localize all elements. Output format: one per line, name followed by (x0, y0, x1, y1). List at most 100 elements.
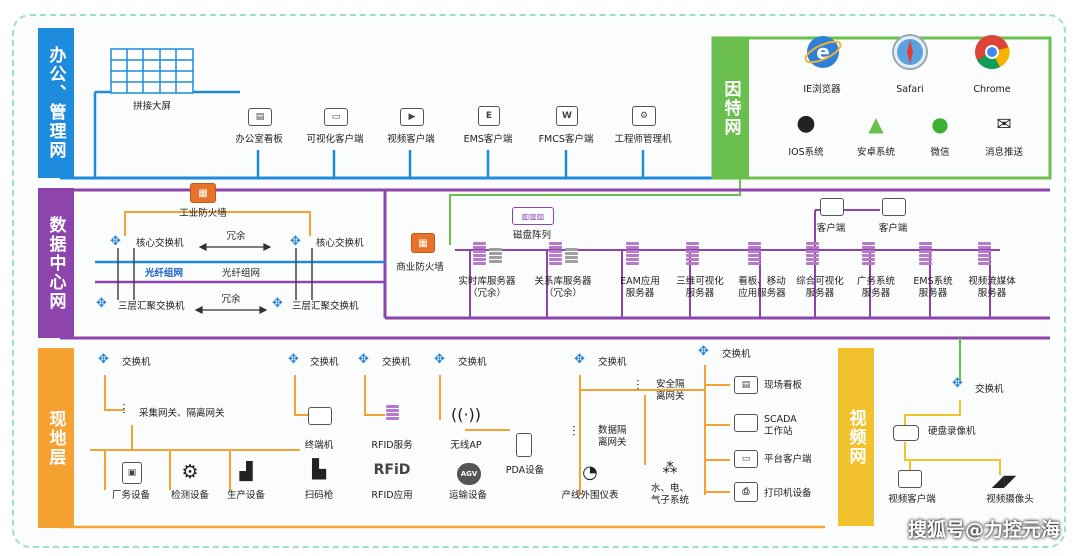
server-7-label-1: 广务系统 (856, 276, 896, 287)
message-push-icon: ✉ (996, 114, 1012, 135)
ie-label: IE浏览器 (803, 84, 841, 95)
server-6-label-1: 综合可视化 (796, 276, 844, 287)
field-switch-1-icon: ✥ (98, 352, 109, 367)
utility-subsystem-label-1: 水、电、 (650, 483, 690, 494)
visual-client-icon: ▭ (324, 108, 348, 126)
industrial-firewall-label: 工业防火墙 (179, 208, 227, 219)
inspection-equipment-label: 检测设备 (170, 490, 210, 501)
visual-client-label: 可视化客户端 (306, 134, 364, 145)
client-1-icon (820, 198, 844, 216)
scada-label-2: 工作站 (764, 426, 793, 437)
field-switch-3-icon: ✥ (358, 352, 369, 367)
camera-label: 视频摄像头 (986, 494, 1034, 505)
server-5-label-1: 看板、移动 (738, 276, 786, 287)
office-board-icon: ▤ (248, 108, 272, 126)
collect-gateway-label: 采集网关、隔离网关 (139, 408, 225, 419)
field-switch-6-label: 交换机 (722, 349, 751, 360)
nvr-label: 硬盘录像机 (928, 426, 976, 437)
disk-array-label: 磁盘阵列 (512, 230, 552, 241)
field-switch-5-label: 交换机 (598, 357, 627, 368)
field-switch-2-label: 交换机 (310, 357, 339, 368)
fmcs-client-label: FMCS客户端 (538, 134, 594, 145)
wechat-label: 微信 (930, 147, 950, 158)
chrome-label: Chrome (973, 84, 1011, 95)
engineer-station-icon: ⚙ (632, 106, 656, 126)
message-push-label: 消息推送 (984, 147, 1024, 158)
video-switch-label: 交换机 (975, 384, 1004, 395)
engineer-station-label: 工程师管理机 (614, 134, 672, 145)
scanner-gun-label: 扫码枪 (304, 490, 334, 501)
terminal-icon (308, 407, 332, 425)
data-isolation-label-1: 数据隔 (598, 425, 627, 436)
field-layer-band: 现地层 (38, 348, 74, 528)
agg-switch-2-label: 三层汇聚交换机 (292, 301, 359, 312)
server-7-label-2: 服务器 (861, 288, 891, 299)
field-board-icon: ▤ (734, 376, 758, 394)
camera-icon: ◢◤ (991, 471, 1017, 490)
server-1-backup-icon (489, 248, 502, 264)
field-switch-6-icon: ✥ (698, 344, 709, 359)
video-client-label: 视频客户端 (387, 134, 435, 145)
inspection-equipment-icon: ⚙ (181, 461, 199, 483)
chrome-icon (975, 35, 1010, 69)
server-8-icon (919, 242, 932, 266)
server-3-label-2: 服务器 (625, 288, 655, 299)
secure-isolation-label-2: 离网关 (656, 391, 685, 402)
rfid-logo-icon: RFiD (373, 462, 411, 478)
server-5-label-2: 应用服务器 (738, 288, 786, 299)
core-switch-1-icon: ✥ (110, 234, 121, 249)
field-switch-5-icon: ✥ (574, 352, 585, 367)
ems-client-label: EMS客户端 (463, 134, 513, 145)
platform-client-icon: ▭ (734, 450, 758, 468)
production-equipment-icon: ▟ (239, 462, 253, 482)
factory-equipment-icon: ▣ (122, 462, 142, 484)
fiber-network-label-1: 光纤组网 (145, 268, 184, 279)
data-isolation-label-2: 离网关 (598, 437, 627, 448)
apple-icon: ● (796, 111, 816, 136)
internet-band: 因特网 (713, 38, 749, 178)
server-1-label-1: 实时库服务器 (458, 276, 516, 287)
production-equipment-label: 生产设备 (226, 490, 266, 501)
rfid-server-icon (386, 405, 399, 421)
watermark: 搜狐号@力控元海 (907, 519, 1060, 541)
data-isolation-gateway-icon: ⫶ (572, 424, 576, 440)
disk-array-icon: ▥▥▥ (512, 207, 554, 225)
printer-label: 打印机设备 (764, 488, 812, 499)
field-switch-2-icon: ✥ (288, 352, 299, 367)
server-2-icon (549, 242, 562, 266)
android-label: 安卓系统 (856, 147, 896, 158)
platform-client-label: 平台客户端 (764, 454, 812, 465)
rfid-app-label: RFID应用 (371, 490, 413, 501)
transport-equipment-label: 运输设备 (448, 490, 488, 501)
server-9-icon (978, 242, 991, 266)
video-client-terminal-icon (898, 470, 922, 488)
safari-label: Safari (896, 84, 924, 95)
utility-subsystem-icon: ⁂ (662, 459, 678, 477)
server-5-icon (748, 242, 761, 266)
industrial-firewall-icon: ▦ (190, 183, 216, 203)
server-6-label-2: 服务器 (805, 288, 835, 299)
ios-label: IOS系统 (788, 147, 824, 158)
client-2-icon (882, 198, 906, 216)
server-6-icon (806, 242, 819, 266)
core-switch-2-label: 核心交换机 (316, 238, 364, 249)
core-switch-2-icon: ✥ (290, 234, 301, 249)
utility-subsystem-label-2: 气子系统 (650, 495, 690, 506)
server-9-label-2: 服务器 (977, 288, 1007, 299)
business-firewall-icon: ▦ (411, 233, 435, 253)
printer-icon: ⎙ (734, 482, 758, 502)
video-switch-icon: ✥ (952, 376, 963, 391)
server-8-label-1: EMS系统 (913, 276, 953, 287)
secure-isolation-label-1: 安全隔 (656, 379, 685, 390)
nvr-icon (893, 425, 919, 441)
field-switch-4-label: 交换机 (458, 357, 487, 368)
video-wall-label: 拼接大屏 (132, 101, 172, 112)
safari-icon (892, 34, 928, 70)
agg-switch-1-label: 三层汇聚交换机 (118, 301, 185, 312)
wechat-icon: ● (931, 112, 949, 136)
fiber-network-label-2: 光纤组网 (222, 268, 261, 279)
office-network-band: 办公、管理网 (38, 28, 74, 178)
server-1-icon (473, 242, 486, 266)
secure-isolation-gateway-icon: ⫶ (636, 378, 640, 394)
